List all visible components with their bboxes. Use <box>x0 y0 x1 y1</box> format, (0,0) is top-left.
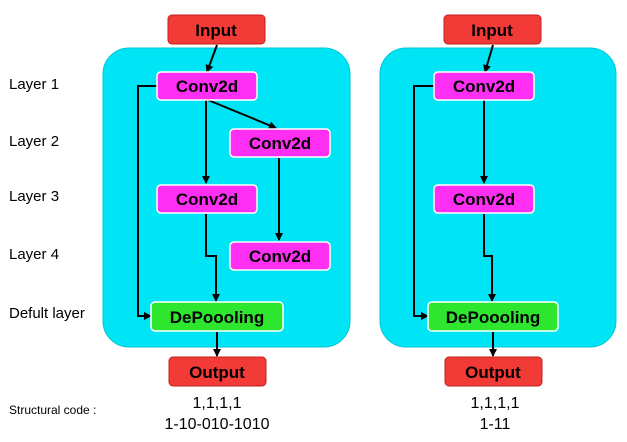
network-1-conv2-label: Conv2d <box>249 134 311 153</box>
network-2-code-line-1: 1,1,1,1 <box>470 395 520 412</box>
edge-conv1-conv2 <box>207 99 277 130</box>
network-2-output-node: Output <box>444 356 543 387</box>
edge-conv3-depool <box>483 214 496 302</box>
layer-label-2: Layer 2 <box>9 133 60 150</box>
structural-code-label: Structural code : <box>9 403 97 417</box>
network-1-input-node: Input <box>167 14 266 45</box>
network-2-input-label: Input <box>471 21 513 40</box>
network-2-depool-label: DePoooling <box>446 308 540 327</box>
network-2-code-line-2: 1-11 <box>479 416 511 433</box>
network-2-depool-node: DePoooling <box>427 301 559 332</box>
network-2-output-label: Output <box>465 363 521 382</box>
layer-label-4: Layer 4 <box>9 246 60 263</box>
network-1-conv1-label: Conv2d <box>176 77 238 96</box>
network-1-conv-node-2: Conv2d <box>229 128 331 158</box>
edge-conv1-depool-skip <box>413 85 434 320</box>
network-2-input-node: Input <box>443 14 542 45</box>
network-1-input-label: Input <box>195 21 237 40</box>
network-2-conv-node-1: Conv2d <box>433 71 535 101</box>
layer-label-3: Layer 3 <box>9 188 60 205</box>
network-1-conv-node-1: Conv2d <box>156 71 258 101</box>
network-1-conv-node-3: Conv2d <box>156 184 258 214</box>
edge-input-conv1 <box>483 44 494 73</box>
edge-conv3-depool <box>205 214 220 302</box>
network-1-depool-label: DePoooling <box>170 308 264 327</box>
edge-conv1-depool-skip <box>137 85 157 320</box>
network-2-conv1-label: Conv2d <box>453 77 515 96</box>
network-1-conv-node-4: Conv2d <box>229 241 331 271</box>
network-1-output-label: Output <box>189 363 245 382</box>
network-1-edges <box>137 44 283 357</box>
network-1-conv3-label: Conv2d <box>176 190 238 209</box>
layer-label-default: Defult layer <box>9 305 85 322</box>
layer-label-1: Layer 1 <box>9 76 60 93</box>
edge-input-conv1 <box>205 44 218 73</box>
network-2-edges <box>413 44 497 357</box>
network-2-conv3-label: Conv2d <box>453 190 515 209</box>
network-1-conv4-label: Conv2d <box>249 247 311 266</box>
network-1-code-line-2: 1-10-010-1010 <box>164 416 270 433</box>
network-1-depool-node: DePoooling <box>150 301 284 332</box>
network-2-conv-node-3: Conv2d <box>433 184 535 214</box>
network-1-code-line-1: 1,1,1,1 <box>192 395 242 412</box>
network-1-output-node: Output <box>168 356 267 387</box>
